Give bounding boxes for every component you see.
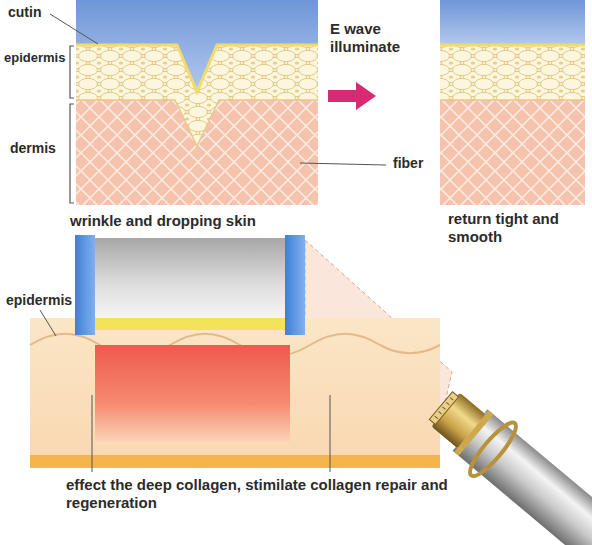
dermis-layer	[440, 100, 585, 205]
surface-band	[76, 0, 318, 92]
collagen-leader	[330, 395, 331, 472]
handpiece-collar	[454, 411, 493, 456]
surface-band	[440, 0, 585, 45]
part-label: dermis	[10, 140, 56, 157]
smooth-skin-panel	[440, 0, 585, 205]
heated-zone	[95, 345, 290, 442]
process-arrow	[328, 82, 376, 110]
cutin-line	[440, 44, 585, 47]
applicator-side	[285, 235, 305, 335]
handpiece	[419, 380, 592, 545]
handpiece-grid	[435, 398, 453, 419]
part-label: cutin	[8, 4, 41, 21]
collagen-leader	[92, 395, 93, 472]
handpiece-ring	[464, 417, 521, 481]
applicator-side	[75, 235, 95, 335]
part-label: fiber	[390, 155, 426, 172]
epidermis-leader	[40, 310, 56, 336]
process-label: E wave illuminate	[330, 20, 430, 56]
layer-brackets	[70, 46, 74, 203]
fiber-leader	[300, 163, 386, 165]
part-label: epidermis	[6, 292, 72, 309]
applicator-tip	[95, 318, 285, 330]
applicator-body	[95, 238, 285, 320]
handpiece-body	[453, 409, 592, 545]
caption: effect the deep collagen, stimilate coll…	[66, 476, 466, 512]
caption: return tight and smooth	[448, 210, 568, 246]
layer-boundary	[76, 100, 318, 146]
cutin-line	[76, 45, 318, 92]
handpiece-face	[429, 392, 458, 425]
caption: wrinkle and dropping skin	[70, 212, 256, 230]
layer-boundary	[440, 99, 585, 101]
wrinkled-skin-panel	[76, 0, 318, 205]
epidermis-layer	[440, 45, 585, 100]
cutin-leader	[50, 14, 98, 44]
part-label: epidermis	[4, 50, 65, 66]
